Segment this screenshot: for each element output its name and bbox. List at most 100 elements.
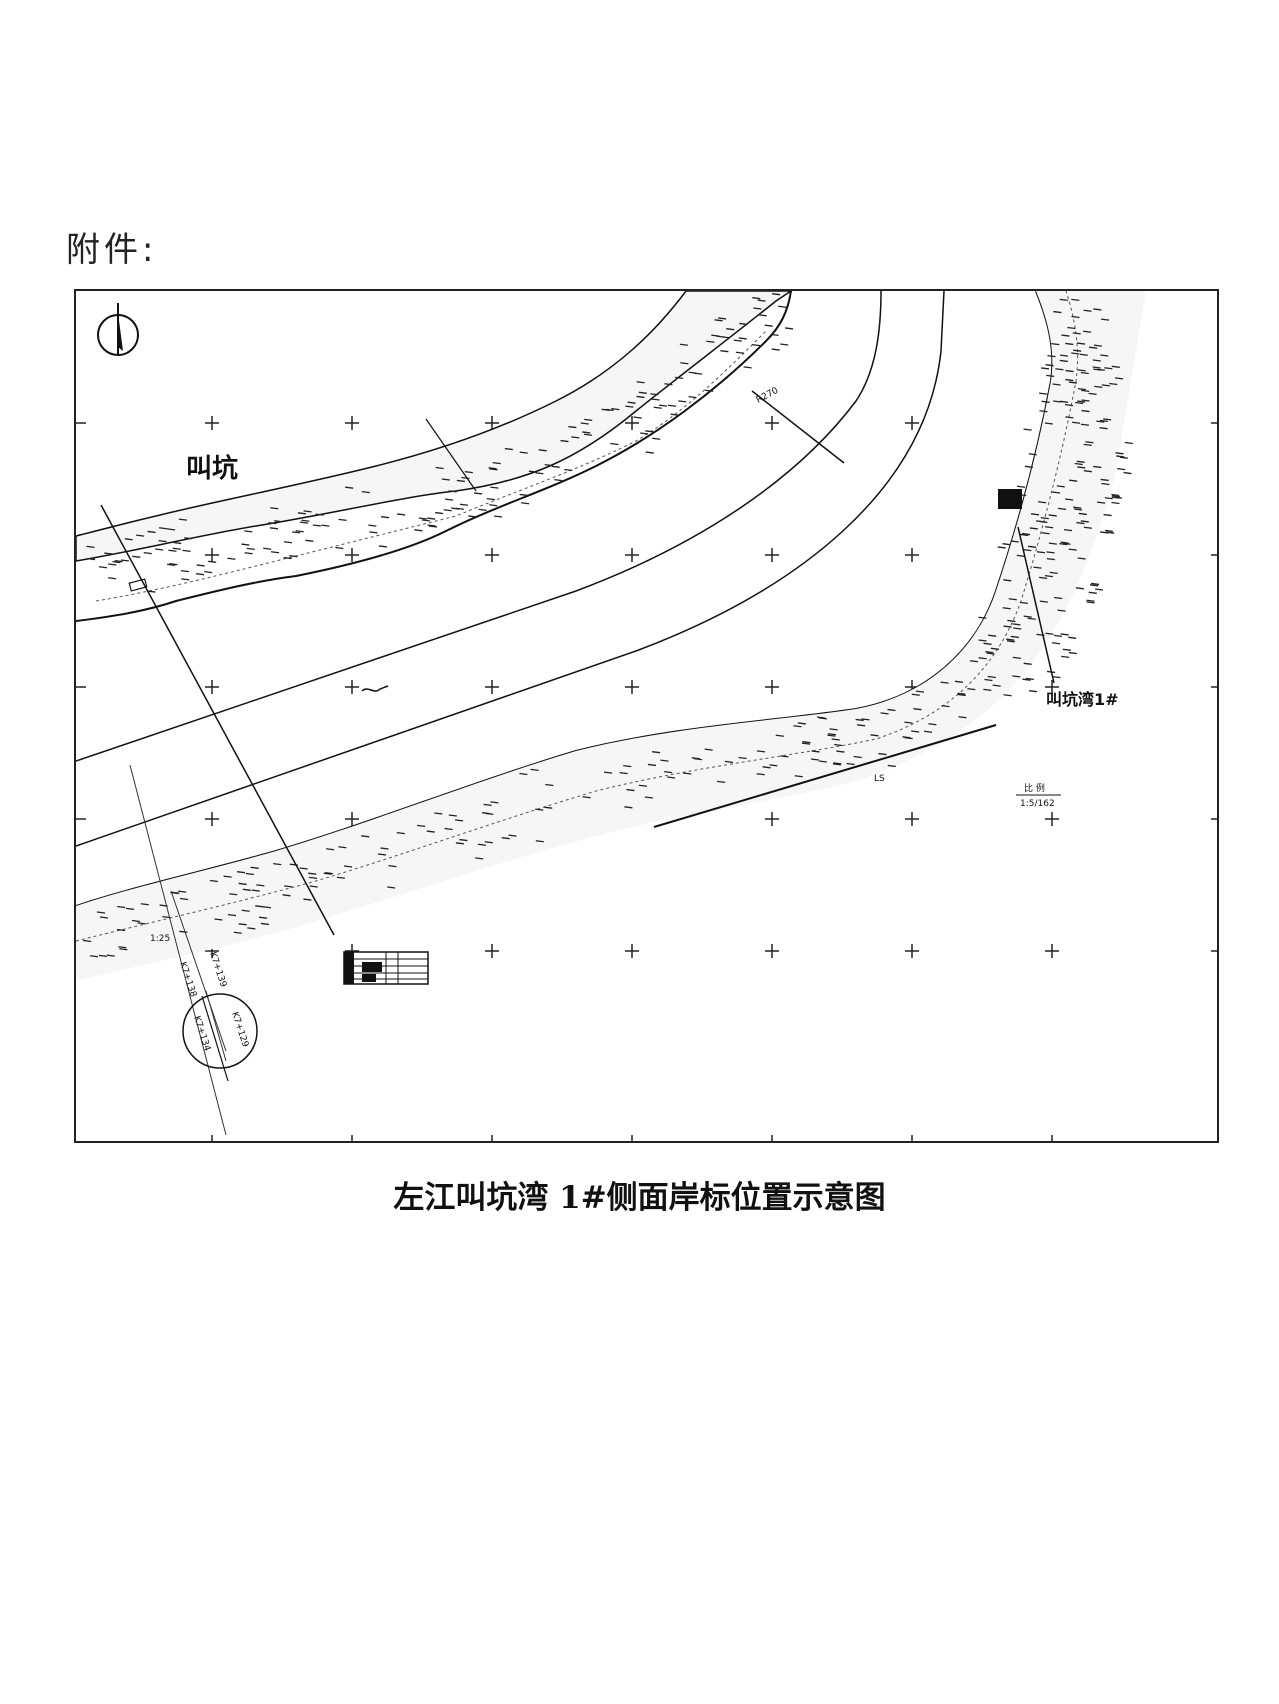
hatch-dash bbox=[1003, 694, 1012, 697]
hatch-dash bbox=[1094, 588, 1104, 591]
hatch-dash bbox=[705, 389, 714, 392]
hatch-dash bbox=[651, 398, 660, 401]
hatch-dash bbox=[1057, 507, 1067, 511]
hatch-dash bbox=[345, 486, 354, 489]
hatch-dash bbox=[913, 708, 922, 711]
hatch-dash bbox=[827, 733, 836, 736]
hatch-dash bbox=[1113, 496, 1123, 499]
hatch-dash bbox=[1092, 366, 1101, 369]
hatch-dash bbox=[831, 738, 840, 741]
hatch-dash bbox=[1020, 533, 1029, 537]
hatch-dash bbox=[1060, 633, 1069, 636]
hatch-dash bbox=[1060, 541, 1069, 544]
hatch-dash bbox=[1023, 662, 1032, 665]
hatch-dash bbox=[1065, 342, 1074, 346]
hatch-dash bbox=[1092, 359, 1101, 362]
hatch-dash bbox=[421, 519, 430, 522]
hatch-dash bbox=[1052, 383, 1061, 386]
hatch-dash bbox=[308, 872, 317, 875]
hatch-dash bbox=[251, 889, 260, 892]
hatch-dash bbox=[443, 509, 452, 512]
hatch-dash bbox=[119, 948, 128, 951]
small-mark: 1:25 bbox=[150, 934, 170, 944]
upper-bank-contour bbox=[76, 291, 792, 622]
hatch-dash bbox=[1007, 619, 1016, 623]
hatch-dash bbox=[444, 827, 453, 831]
upper-bank-ridge bbox=[95, 330, 767, 602]
hatch-dash bbox=[769, 764, 778, 767]
hatch-dash bbox=[997, 546, 1006, 549]
hatch-dash bbox=[834, 743, 843, 747]
hatch-dash bbox=[182, 549, 191, 553]
hatch-dash bbox=[270, 551, 280, 554]
hatch-dash bbox=[1022, 678, 1031, 681]
hatch-dash bbox=[733, 339, 742, 342]
hatch-dash bbox=[756, 773, 765, 776]
hatch-dash bbox=[564, 468, 573, 472]
hatch-dash bbox=[98, 954, 108, 957]
hatch-dash bbox=[107, 577, 117, 580]
hatch-dash bbox=[1012, 656, 1021, 660]
hatch-dash bbox=[1100, 354, 1109, 357]
hatch-dash bbox=[764, 324, 773, 327]
hatch-dash bbox=[297, 512, 306, 515]
hatch-dash bbox=[1076, 460, 1085, 463]
hatch-dash bbox=[233, 931, 242, 934]
hatch-dash bbox=[445, 498, 454, 501]
hatch-dash bbox=[1083, 309, 1092, 312]
hatch-dash bbox=[1059, 298, 1068, 301]
hatch-dash bbox=[208, 560, 217, 563]
hatch-dash bbox=[582, 796, 591, 799]
site-leader bbox=[1017, 526, 1055, 684]
hatch-dash bbox=[441, 478, 450, 481]
hatch-dash bbox=[282, 894, 291, 897]
hatch-dash bbox=[1081, 389, 1090, 393]
hatch-dash bbox=[169, 562, 178, 566]
hatch-dash bbox=[244, 552, 253, 555]
hatch-dash bbox=[535, 808, 544, 811]
hatch-dash bbox=[650, 393, 659, 396]
hatch-dash bbox=[158, 527, 168, 530]
hatch-dash bbox=[818, 717, 827, 720]
hatch-dash bbox=[1083, 526, 1092, 529]
hatch-dash bbox=[544, 463, 553, 467]
hatch-dash bbox=[717, 780, 726, 784]
hatch-dash bbox=[1090, 582, 1100, 586]
hatch-dash bbox=[833, 762, 842, 765]
hatch-dash bbox=[1046, 374, 1055, 378]
hatch-dash bbox=[1074, 462, 1083, 466]
hatch-dash bbox=[1021, 532, 1031, 536]
hatch-dash bbox=[610, 442, 619, 446]
hatch-dash bbox=[508, 834, 517, 837]
hatch-dash bbox=[582, 431, 591, 434]
hatch-dash bbox=[338, 846, 347, 849]
hatch-dash bbox=[683, 772, 692, 775]
upper-bank-terrain bbox=[76, 291, 793, 562]
hatch-dash bbox=[1111, 495, 1121, 498]
hatch-dash bbox=[368, 524, 377, 527]
hatch-dash bbox=[1048, 542, 1057, 545]
hatch-dash bbox=[1053, 634, 1063, 638]
hatch-dash bbox=[486, 497, 495, 501]
hatch-dash bbox=[1039, 576, 1048, 580]
hatch-dash bbox=[1065, 369, 1074, 373]
hatch-dash bbox=[1086, 599, 1095, 602]
hatch-dash bbox=[519, 772, 528, 776]
hatch-dash bbox=[688, 371, 697, 374]
section-line-circle bbox=[205, 990, 227, 1062]
hatch-dash bbox=[988, 634, 997, 637]
hatch-dash bbox=[195, 573, 205, 576]
hatch-dash bbox=[305, 539, 314, 542]
hatch-dash bbox=[1080, 423, 1090, 426]
hatch-dash bbox=[1027, 545, 1037, 548]
hatch-dash bbox=[179, 897, 189, 901]
hatch-dash bbox=[623, 765, 632, 768]
hatch-dash bbox=[377, 853, 387, 856]
hatch-dash bbox=[967, 688, 976, 691]
hatch-dash bbox=[117, 928, 126, 932]
hatch-dash bbox=[1079, 353, 1088, 356]
hatch-dash bbox=[112, 560, 121, 564]
hatch-dash bbox=[104, 552, 113, 555]
hatch-dash bbox=[258, 916, 268, 919]
hatch-dash bbox=[1035, 520, 1045, 523]
